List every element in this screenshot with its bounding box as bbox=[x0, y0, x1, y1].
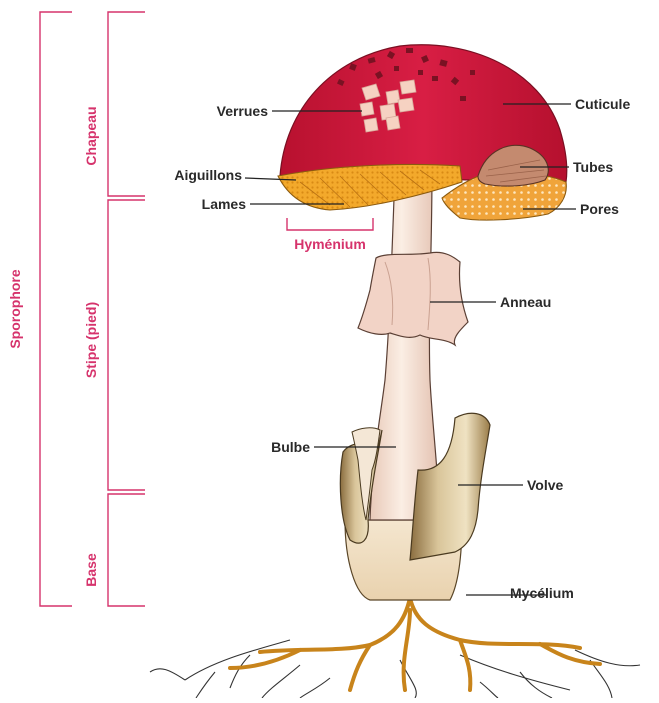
label-volve: Volve bbox=[527, 477, 564, 493]
ring-anneau bbox=[358, 252, 468, 345]
stipe-label: Stipe (pied) bbox=[83, 302, 99, 378]
sporophore-bracket: Sporophore bbox=[7, 12, 72, 606]
label-verrues: Verrues bbox=[217, 103, 269, 119]
base-label: Base bbox=[83, 553, 99, 587]
label-cuticule: Cuticule bbox=[575, 96, 630, 112]
base-bracket: Base bbox=[83, 494, 145, 606]
label-tubes: Tubes bbox=[573, 159, 613, 175]
mycelium-roots bbox=[150, 598, 640, 698]
stipe-bracket: Stipe (pied) bbox=[83, 200, 145, 490]
hymenium-bracket: Hyménium bbox=[287, 218, 373, 252]
chapeau-bracket: Chapeau bbox=[83, 12, 145, 196]
label-anneau: Anneau bbox=[500, 294, 551, 310]
stipe-body bbox=[370, 172, 440, 520]
chapeau-label: Chapeau bbox=[83, 106, 99, 165]
sporophore-label: Sporophore bbox=[7, 269, 23, 349]
label-mycelium: Mycélium bbox=[510, 585, 574, 601]
gills-lames bbox=[278, 164, 462, 210]
hymenium-label: Hyménium bbox=[294, 236, 366, 252]
label-bulbe: Bulbe bbox=[271, 439, 310, 455]
label-lames: Lames bbox=[202, 196, 247, 212]
label-aiguillons: Aiguillons bbox=[174, 167, 242, 183]
label-pores: Pores bbox=[580, 201, 619, 217]
